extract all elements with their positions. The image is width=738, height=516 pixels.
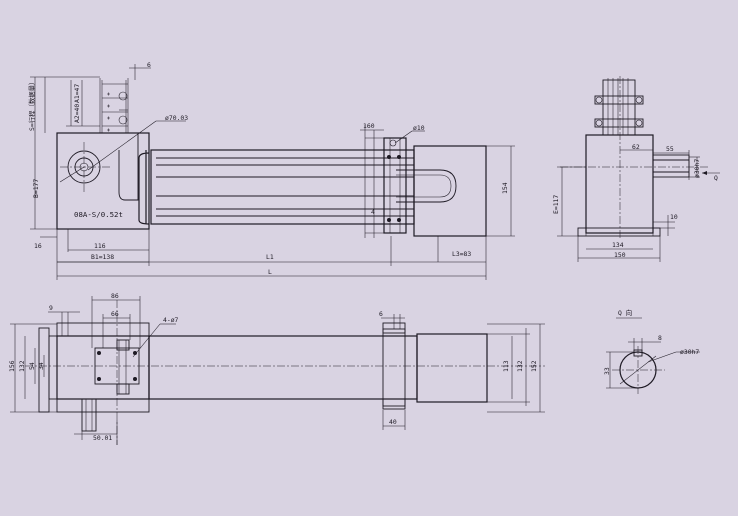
label-model: 08A-S/0.52t [74,210,123,219]
label-10: 10 [670,213,678,221]
label-l1: L1 [266,253,274,261]
carriage [383,137,407,234]
q-view [606,317,700,394]
label-86: 86 [111,292,119,300]
label-b: B=177 [32,179,40,198]
side-motor-stack [594,78,644,136]
label-55: 55 [666,145,674,153]
label-l: L [268,268,272,276]
motor-fins [101,80,128,133]
label-4-front: 4 [371,208,375,216]
label-150: 150 [614,251,626,259]
side-body [585,134,654,234]
label-154: 154 [501,182,509,194]
label-160: 160 [363,122,375,130]
label-dia70: ø70.03 [165,114,188,122]
label-q-view: Q 向 [618,308,632,317]
label-e: E=117 [552,195,560,214]
gear-housing [56,132,150,230]
label-152: 152 [530,360,538,372]
label-34: 34 [37,362,45,370]
plan-carriage [382,328,406,407]
label-dia30-q: ø30h7 [680,348,699,356]
label-a2: A2=40 [73,104,81,123]
label-6-top: 6 [147,61,151,69]
plan-view [10,296,545,445]
label-50: 50.01 [93,434,112,442]
label-9: 9 [49,304,53,312]
label-132-left: 132 [18,360,26,372]
label-33: 33 [603,367,611,375]
label-62: 62 [632,143,640,151]
chain-loop [396,169,457,203]
label-q-arrow: Q [714,174,718,182]
label-a1: A1=47 [73,84,81,103]
front-view [30,64,515,280]
label-54: 54 [28,362,36,370]
label-6-plan: 6 [379,310,383,318]
label-134: 134 [612,241,624,249]
dimension-labels: S=行程（数据量） A2=40 A1=47 B=177 6 ø70.03 08A… [8,61,718,442]
plan-rail [148,335,418,400]
tail-block [413,145,487,237]
label-dia30-side: ø30h7 [693,159,701,178]
label-66: 66 [111,310,119,318]
label-b1: B1=138 [91,253,114,261]
label-holes: 4-ø7 [163,316,179,324]
label-8: 8 [658,334,662,342]
label-l3: L3=83 [452,250,471,258]
label-dia10: ø10 [413,124,425,132]
label-40: 40 [389,418,397,426]
label-132-right: 132 [516,360,524,372]
label-16: 16 [34,242,42,250]
label-stroke: S=行程（数据量） [27,79,36,131]
label-116: 116 [94,242,106,250]
plan-tail [416,333,488,403]
side-view [557,76,720,262]
label-156: 156 [8,360,16,372]
label-113: 113 [502,360,510,372]
